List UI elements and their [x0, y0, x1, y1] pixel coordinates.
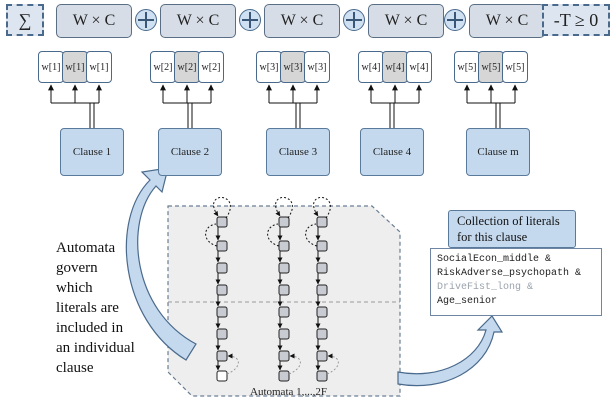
automaton-state	[278, 284, 290, 296]
weight-cell: w[5]	[478, 51, 504, 83]
term-label: W × C	[485, 12, 529, 29]
automaton-state	[278, 216, 290, 228]
literal-item: DriveFist_long &	[437, 282, 534, 293]
weight-cell: w[2]	[198, 51, 224, 83]
automaton-state	[316, 306, 328, 318]
clause-connectors	[48, 84, 518, 128]
term-box-1: W × C	[56, 4, 132, 38]
automaton-state	[216, 216, 228, 228]
automaton-state	[316, 240, 328, 252]
automaton-state	[316, 370, 328, 382]
automaton-loop-low	[288, 353, 301, 375]
automaton-loop-low	[326, 353, 339, 375]
automaton-loop	[213, 197, 231, 219]
clause-label: Clause 1	[72, 146, 112, 158]
term-box-2: W × C	[160, 4, 236, 38]
clause-box-1: Clause 1	[60, 128, 124, 176]
weight-cell: w[5]	[502, 51, 528, 83]
automaton-back-arc	[305, 223, 318, 247]
automaton-state	[278, 370, 290, 382]
literal-item: RiskAdverse_psychopath &	[437, 268, 582, 279]
clause-label: Clause 2	[170, 146, 210, 158]
oplus-icon	[343, 9, 365, 31]
automaton-back-arc	[267, 223, 280, 247]
weight-cell: w[1]	[62, 51, 88, 83]
literal-item: Age_senior	[437, 296, 498, 307]
weight-cell: w[1]	[86, 51, 112, 83]
weight-cell: w[3]	[280, 51, 306, 83]
curved-arrow-to-literals	[397, 315, 504, 387]
weight-cell: w[4]	[358, 51, 384, 83]
clause-box-m: Clause m	[466, 128, 530, 176]
term-label: W × C	[176, 12, 220, 29]
automata-chains	[205, 197, 339, 382]
weight-cell: w[2]	[174, 51, 200, 83]
weight-cell: w[2]	[150, 51, 176, 83]
weight-cell: w[1]	[38, 51, 64, 83]
automata-label: Automata 1,...,2F	[250, 386, 327, 398]
automaton-loop	[313, 197, 331, 219]
automaton-state	[216, 284, 228, 296]
clause-box-4: Clause 4	[360, 128, 424, 176]
automaton-back-arc	[205, 223, 218, 247]
automaton-state	[216, 306, 228, 318]
clause-label: Clause 3	[278, 146, 318, 158]
automaton-state	[316, 328, 328, 340]
automaton-state	[216, 370, 228, 382]
automaton-state	[316, 262, 328, 274]
oplus-icon	[135, 9, 157, 31]
threshold-box: -T ≥ 0	[542, 4, 610, 36]
term-label: W × C	[72, 12, 116, 29]
automaton-state	[216, 240, 228, 252]
automaton-state	[216, 328, 228, 340]
weight-cell: w[4]	[406, 51, 432, 83]
automaton-state	[278, 328, 290, 340]
automaton-state	[216, 350, 228, 362]
automaton-state	[316, 284, 328, 296]
collection-title-box: Collection of literals for this clause	[448, 210, 576, 248]
term-box-4: W × C	[368, 4, 444, 38]
automata-caption: Automata govern which literals are inclu…	[56, 240, 135, 376]
automaton-state	[216, 262, 228, 274]
oplus-icon	[239, 9, 261, 31]
collection-title: Collection of literals for this clause	[457, 214, 560, 244]
weight-cell: w[3]	[256, 51, 282, 83]
automaton-state	[316, 350, 328, 362]
weight-cell: w[5]	[454, 51, 480, 83]
term-box-5: W × C	[469, 4, 545, 38]
automaton-state	[278, 262, 290, 274]
oplus-icon	[444, 9, 466, 31]
automaton-state	[278, 350, 290, 362]
literal-list-box: SocialEcon_middle & RiskAdverse_psychopa…	[430, 248, 602, 316]
automaton-state	[316, 216, 328, 228]
clause-box-3: Clause 3	[266, 128, 330, 176]
automaton-loop	[275, 197, 293, 219]
term-label: W × C	[280, 12, 324, 29]
weight-cell: w[3]	[304, 51, 330, 83]
automaton-state	[278, 240, 290, 252]
threshold-label: -T ≥ 0	[553, 9, 599, 30]
automaton-state	[278, 306, 290, 318]
sum-symbol: ∑	[18, 9, 32, 30]
clause-box-2: Clause 2	[158, 128, 222, 176]
clause-label: Clause m	[477, 146, 519, 158]
term-box-3: W × C	[264, 4, 340, 38]
sum-symbol-box: ∑	[6, 4, 44, 36]
weight-cell: w[4]	[382, 51, 408, 83]
literal-item: SocialEcon_middle &	[437, 254, 552, 265]
term-label: W × C	[384, 12, 428, 29]
clause-label: Clause 4	[372, 146, 412, 158]
automaton-loop-low	[226, 353, 239, 375]
automata-panel	[167, 205, 401, 397]
